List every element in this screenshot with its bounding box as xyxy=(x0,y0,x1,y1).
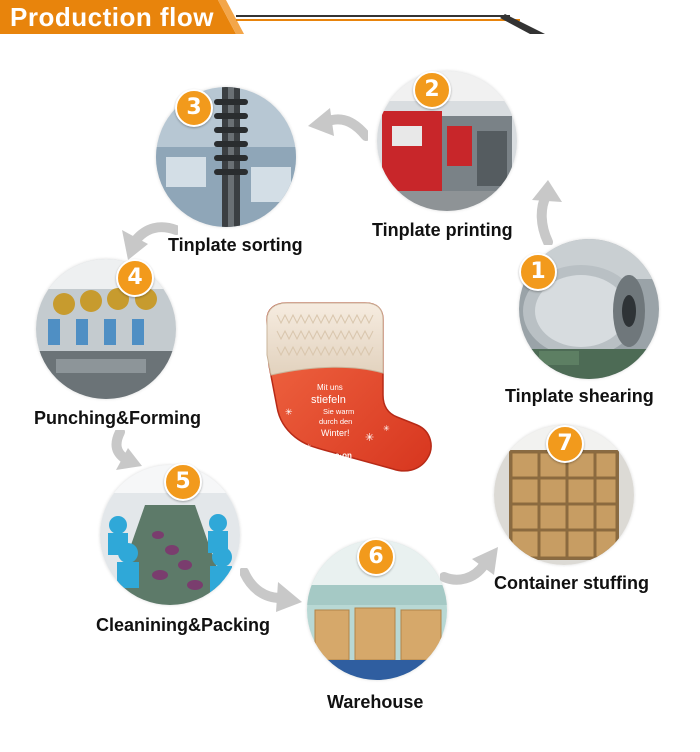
product-text-line-2: stiefeln xyxy=(311,394,346,406)
step-2-badge: 2 xyxy=(413,71,451,109)
svg-text:✳: ✳ xyxy=(365,431,374,444)
step-3-label: Tinplate sorting xyxy=(168,235,303,255)
step-5-photo xyxy=(100,465,240,605)
arrow-4-to-5 xyxy=(111,430,142,470)
step-6-badge: 6 xyxy=(357,538,395,576)
snowflake-icons: ✳ ✳ ✳ ✳ xyxy=(285,408,390,452)
step-5-label: Cleanining&Packing xyxy=(96,615,271,635)
step-1-photo xyxy=(519,239,659,379)
step-4-photo xyxy=(36,259,176,399)
svg-text:✳: ✳ xyxy=(383,424,390,433)
stocking-tin-product: Mit uns stiefeln Sie warm durch den Wint… xyxy=(266,302,432,472)
step-4-label: Punching&Forming xyxy=(34,408,201,428)
svg-text:✳: ✳ xyxy=(305,443,312,452)
step-7-label: Container stuffing xyxy=(494,573,649,593)
step-2-label: Tinplate printing xyxy=(372,220,513,240)
page-title: Production flow xyxy=(10,2,214,32)
header-banner xyxy=(0,0,545,34)
product-text-line-5: Winter! xyxy=(321,428,350,438)
product-text-line-1: Mit uns xyxy=(317,383,343,392)
step-7-badge: 7 xyxy=(546,425,584,463)
step-4-badge: 4 xyxy=(116,259,154,297)
step-5-badge: 5 xyxy=(164,463,202,501)
arrow-6-to-7 xyxy=(440,547,498,585)
step-6-label: Warehouse xyxy=(327,692,424,712)
step-1-badge: 1 xyxy=(519,253,557,291)
product-brand: e·on xyxy=(335,451,352,460)
step-1-label: Tinplate shearing xyxy=(505,386,654,406)
step-3-badge: 3 xyxy=(175,89,213,127)
arrow-2-to-3 xyxy=(308,108,368,141)
arrow-1-to-2 xyxy=(532,180,562,245)
product-text-line-3: Sie warm xyxy=(323,407,354,416)
arrow-5-to-6 xyxy=(240,568,302,612)
arrow-3-to-4 xyxy=(122,222,178,260)
product-text-line-4: durch den xyxy=(319,417,352,426)
svg-text:✳: ✳ xyxy=(285,408,293,418)
